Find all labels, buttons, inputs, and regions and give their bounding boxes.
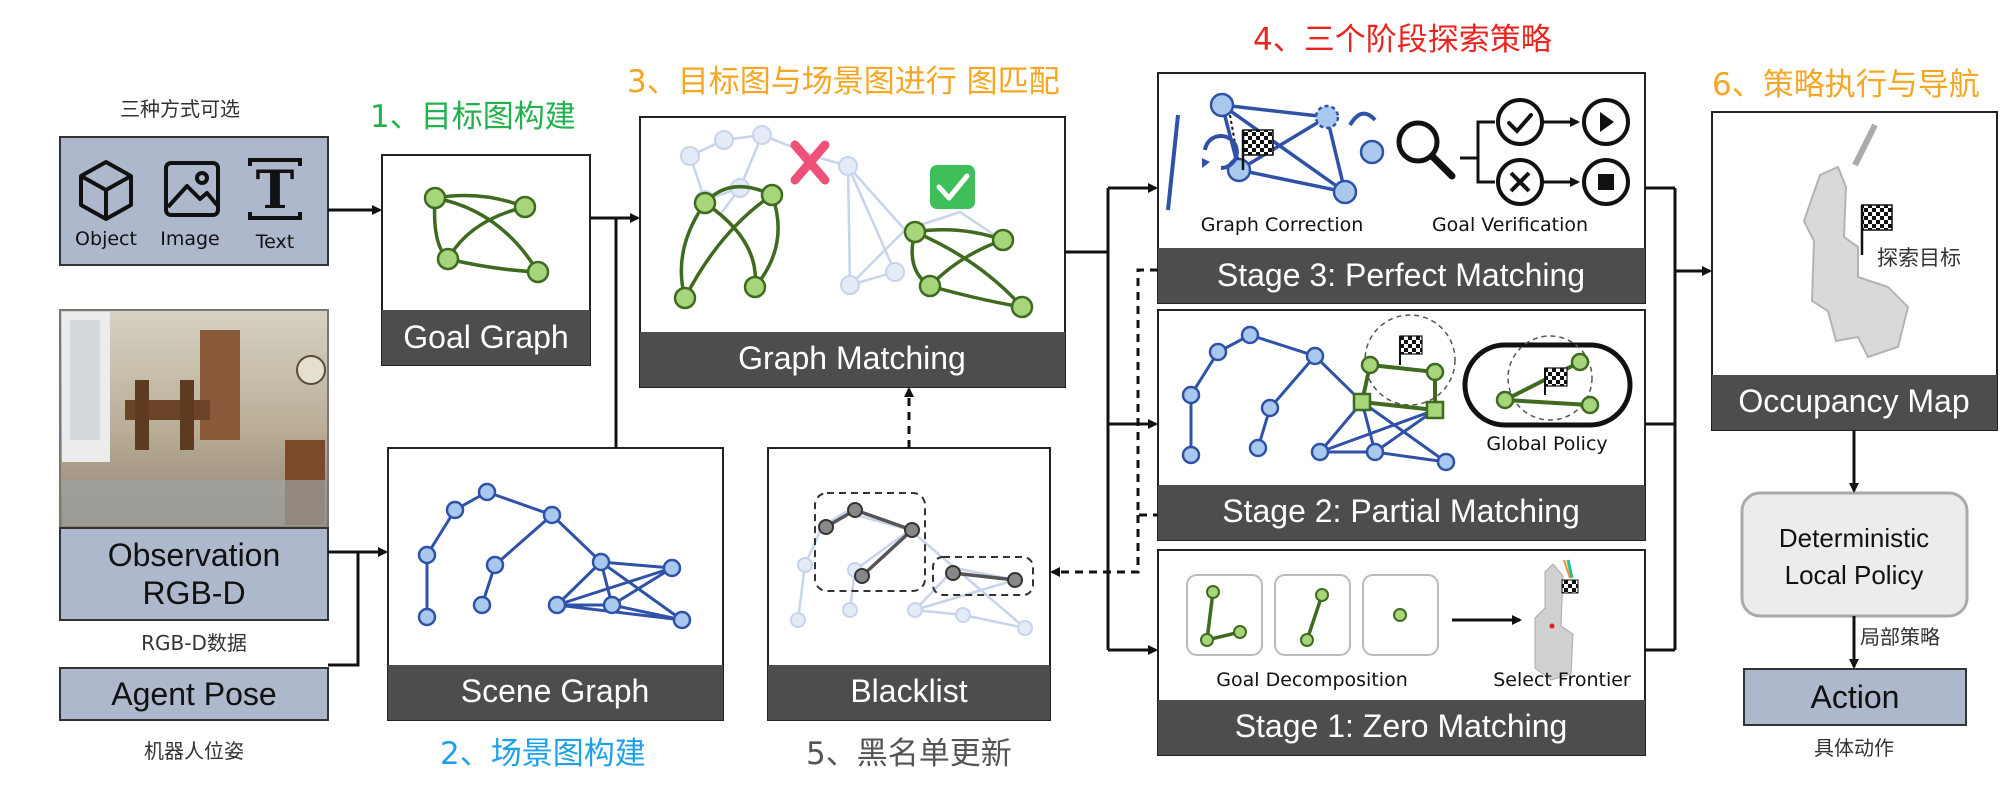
goal-graph-label: Goal Graph [403,319,568,355]
action-box: Action [1743,668,1967,726]
stage1-label: Stage 1: Zero Matching [1235,708,1568,744]
action-label: Action [1811,679,1900,715]
frontier-map-icon [1534,559,1579,681]
observation-photo [59,309,329,529]
global-policy-icon [1462,335,1633,428]
text-label: Text [255,231,294,253]
dashed-connectors [904,268,1158,577]
observation-label-line1: Observation [108,537,281,573]
match-check-icon [930,165,975,209]
mismatch-cross-icon [790,140,830,185]
agent-pose-box: Agent Pose [59,667,329,721]
step2-title: 2、场景图构建 [440,736,646,772]
cube-icon [79,160,133,221]
step4-title: 4、三个阶段探索策略 [1253,22,1552,58]
select-frontier-label: Select Frontier [1493,669,1631,691]
svg-text:T: T [256,160,295,221]
agent-pose-label: Agent Pose [111,676,276,712]
rgbd-caption: RGB-D数据 [141,631,247,655]
arrow-observation-to-scene-graph [328,550,360,555]
text-icon: T [248,158,302,221]
graph-matching-label: Graph Matching [738,340,966,376]
stage2-label: Stage 2: Partial Matching [1222,493,1580,529]
graph-correction-icon [1166,92,1385,211]
blacklist-label: Blacklist [850,673,967,709]
scene-graph-label: Scene Graph [461,673,650,709]
stage2-module: Global Policy Stage 2: Partial Matching [1157,309,1646,541]
blacklisted-subgraph-2 [932,556,1034,596]
image-label: Image [160,228,220,250]
modes-caption: 三种方式可选 [120,97,240,121]
local-policy-label-line2: Local Policy [1785,560,1924,590]
local-policy-label-line1: Deterministic [1779,523,1929,553]
observation-label-line2: RGB-D [142,575,245,611]
connectors [328,183,1859,669]
object-label: Object [75,228,137,250]
occupancy-map-label: Occupancy Map [1738,383,1969,419]
graph-correction-label: Graph Correction [1201,214,1364,236]
matching-faint-graph [688,133,1006,287]
stage1-module: Goal Decomposition Select Frontier Stage… [1157,549,1646,756]
step6-title: 6、策略执行与导航 [1712,67,1980,103]
local-policy-caption: 局部策略 [1860,625,1940,649]
scene-graph-module: Scene Graph [387,447,724,721]
graph-matching-module: Graph Matching [639,116,1066,388]
goal-decomposition-label: Goal Decomposition [1216,669,1407,691]
step1-title: 1、目标图构建 [370,99,576,135]
action-caption: 具体动作 [1814,736,1894,760]
global-policy-label: Global Policy [1486,433,1607,455]
stage3-module: Graph Correction Goal Verification Stage… [1157,72,1646,304]
goal-verification-label: Goal Verification [1432,214,1588,236]
partial-matching-drawing [1181,314,1456,472]
pose-caption: 机器人位姿 [144,739,244,763]
stage3-label: Stage 3: Perfect Matching [1217,257,1585,293]
blacklisted-subgraph-1 [814,492,926,592]
observation-box: Observation RGB-D [59,527,329,621]
goal-verification-icon [1396,98,1630,206]
step3-title: 3、目标图与场景图进行 图匹配 [627,64,1060,100]
occupancy-map-drawing [1802,123,1910,359]
arrow-stages-to-blacklist [1050,515,1140,577]
goal-decomposition-icon [1186,574,1439,656]
explore-target-label: 探索目标 [1877,246,1961,270]
image-icon [164,161,220,217]
goal-modes-box: Object Image T Text [59,136,329,266]
goal-graph-module: Goal Graph [381,154,591,366]
blacklist-module: Blacklist [767,447,1051,721]
local-policy-box: Deterministic Local Policy [1740,491,1969,618]
occupancy-map-module: 探索目标 Occupancy Map [1711,111,1998,431]
step5-title: 5、黑名单更新 [806,736,1012,772]
